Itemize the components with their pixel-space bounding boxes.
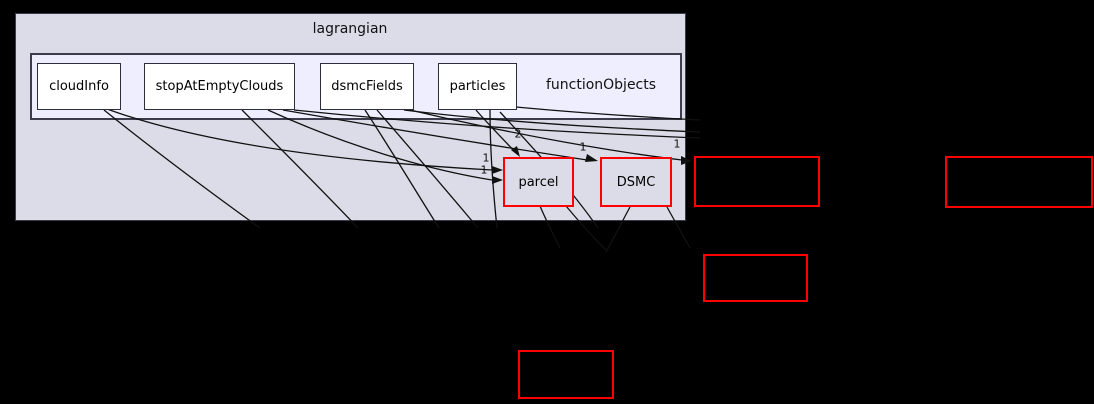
node-particles[interactable]: particles: [438, 63, 517, 110]
edge-label-dsmc: 1: [579, 140, 587, 154]
node-cloudInfo-label: cloudInfo: [49, 79, 109, 94]
edge-label-parcel-left-upper: 1: [482, 151, 490, 165]
node-parcel[interactable]: parcel: [503, 157, 574, 207]
external-node-4[interactable]: [518, 350, 614, 399]
edge-label-right-edge: 1: [673, 137, 681, 151]
external-node-2[interactable]: [945, 156, 1093, 208]
edge-label-parcel-top: 2: [514, 127, 522, 141]
node-stopAtEmptyClouds[interactable]: stopAtEmptyClouds: [144, 63, 295, 110]
node-DSMC-label: DSMC: [616, 174, 656, 190]
cluster-lagrangian-label[interactable]: lagrangian: [312, 21, 388, 37]
edge-label-parcel-left-lower: 1: [480, 163, 488, 177]
node-cloudInfo[interactable]: cloudInfo: [37, 63, 121, 110]
external-node-3[interactable]: [703, 254, 808, 302]
node-dsmcFields-label: dsmcFields: [331, 79, 403, 94]
external-node-1[interactable]: [694, 156, 820, 207]
node-dsmcFields[interactable]: dsmcFields: [320, 63, 414, 110]
cluster-functionObjects-label[interactable]: functionObjects: [545, 77, 657, 93]
node-stopAtEmptyClouds-label: stopAtEmptyClouds: [155, 79, 284, 94]
node-parcel-label: parcel: [518, 174, 559, 190]
node-particles-label: particles: [449, 79, 506, 94]
node-DSMC[interactable]: DSMC: [600, 157, 672, 207]
